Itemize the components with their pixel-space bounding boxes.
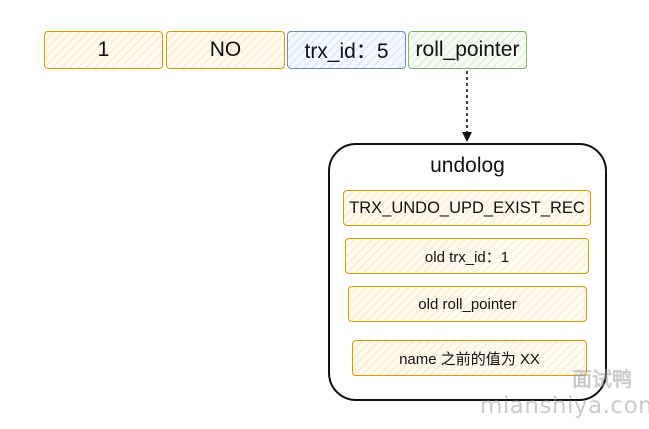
undolog-item-old-name-value: name 之前的值为 XX (352, 340, 587, 376)
watermark-cn: 面试鸭 (572, 367, 632, 391)
undolog-item-old-roll-pointer: old roll_pointer (348, 286, 587, 322)
record-cell-roll-pointer: roll_pointer (408, 31, 527, 69)
undolog-item-old-trx-id: old trx_id：1 (345, 238, 589, 274)
record-cell-1: 1 (44, 31, 163, 69)
watermark-url: mianshiya.com (480, 393, 649, 419)
undolog-title: undolog (430, 154, 505, 177)
record-cell-no: NO (166, 31, 285, 69)
record-cell-trx-id: trx_id：5 (287, 31, 406, 69)
undolog-item-type: TRX_UNDO_UPD_EXIST_REC (343, 190, 591, 226)
